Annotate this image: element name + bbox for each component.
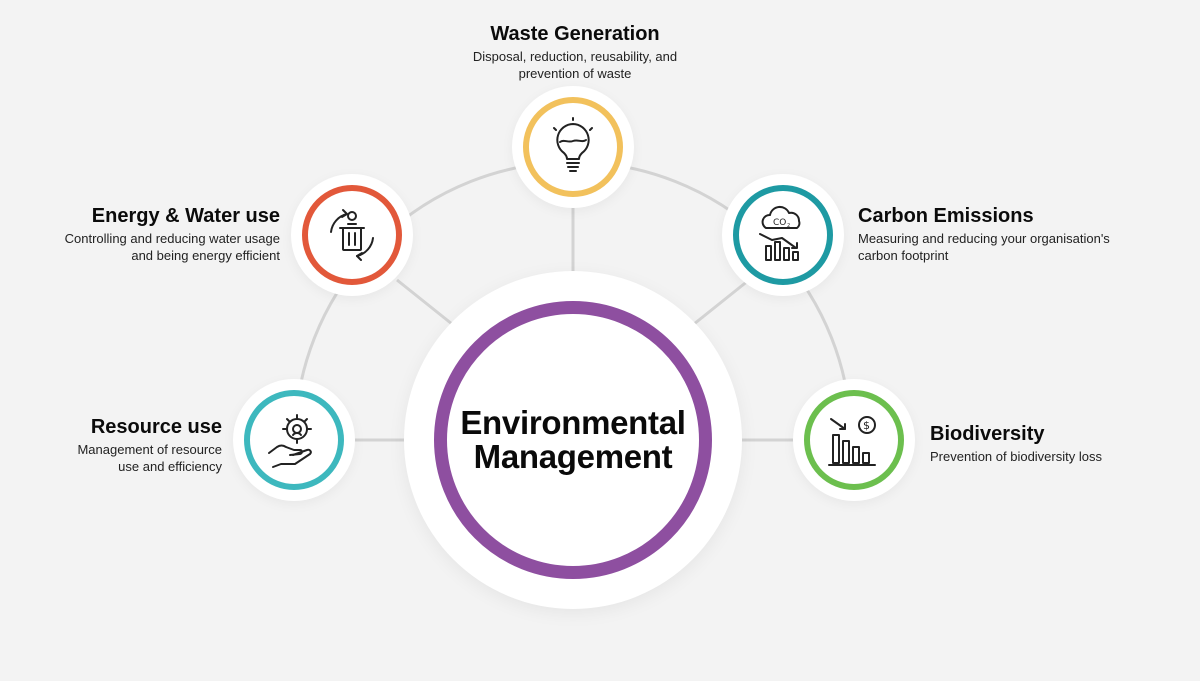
node-resource-title: Resource use: [90, 416, 222, 438]
spoke-energy: [396, 278, 453, 326]
node-waste-desc-line2: prevention of waste: [518, 66, 632, 81]
co2-chart-icon: CO 2: [759, 205, 801, 261]
node-waste-desc-line1: Disposal, reduction, reusability, and: [472, 49, 678, 64]
center-title-line1: Environmental: [460, 404, 686, 441]
svg-text:CO: CO: [773, 218, 786, 228]
svg-text:2: 2: [787, 223, 790, 229]
node-resource-desc: Management of resource use and efficienc…: [20, 441, 222, 475]
node-energy-label: Energy & Water use Controlling and reduc…: [10, 204, 280, 264]
node-energy-desc-line1: Controlling and reducing water usage: [64, 231, 280, 246]
node-resource-desc-line2: use and efficiency: [118, 459, 222, 474]
node-carbon-desc-line2: carbon footprint: [858, 248, 949, 263]
center-ring: Environmental Management: [434, 301, 712, 579]
center-title: Environmental Management: [460, 404, 686, 475]
node-bio-ring: $: [804, 390, 904, 490]
node-bio-desc-line1: Prevention of biodiversity loss: [930, 449, 1102, 464]
recycle-bin-icon: [330, 209, 374, 261]
node-resource-label: Resource use Management of resource use …: [20, 415, 222, 475]
center-title-line2: Management: [473, 438, 673, 475]
node-carbon-desc: Measuring and reducing your organisation…: [858, 230, 1188, 264]
node-energy-desc-line2: and being energy efficient: [131, 248, 280, 263]
node-carbon-desc-line1: Measuring and reducing your organisation…: [858, 231, 1110, 246]
node-bio-title: Biodiversity: [930, 423, 1045, 445]
node-waste-title: Waste Generation: [490, 23, 660, 45]
hand-gear-icon: [268, 414, 312, 468]
spoke-carbon: [693, 278, 750, 326]
node-carbon-title: Carbon Emissions: [858, 205, 1034, 227]
node-energy-desc: Controlling and reducing water usage and…: [10, 230, 280, 264]
svg-text:$: $: [863, 419, 870, 432]
node-carbon-ring: CO 2: [733, 185, 833, 285]
node-carbon-label: Carbon Emissions Measuring and reducing …: [858, 204, 1188, 264]
node-resource-ring: [244, 390, 344, 490]
node-resource-desc-line1: Management of resource: [77, 442, 222, 457]
node-energy-title: Energy & Water use: [91, 205, 280, 227]
node-waste-label: Waste Generation Disposal, reduction, re…: [430, 22, 720, 82]
node-bio-desc: Prevention of biodiversity loss: [930, 448, 1180, 465]
node-waste-desc: Disposal, reduction, reusability, and pr…: [430, 48, 720, 82]
node-waste-ring: [523, 97, 623, 197]
declining-bars-icon: $: [828, 416, 876, 466]
node-bio-label: Biodiversity Prevention of biodiversity …: [930, 422, 1180, 465]
node-energy-ring: [302, 185, 402, 285]
lightbulb-icon: [553, 117, 593, 172]
